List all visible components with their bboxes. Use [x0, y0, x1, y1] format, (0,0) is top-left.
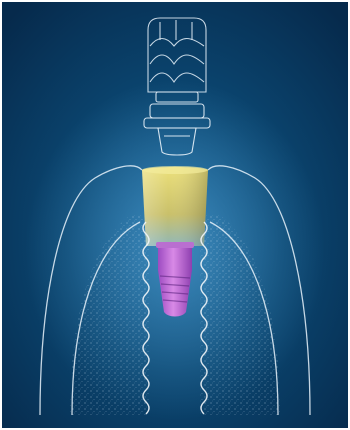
abutment-icon [142, 166, 208, 246]
